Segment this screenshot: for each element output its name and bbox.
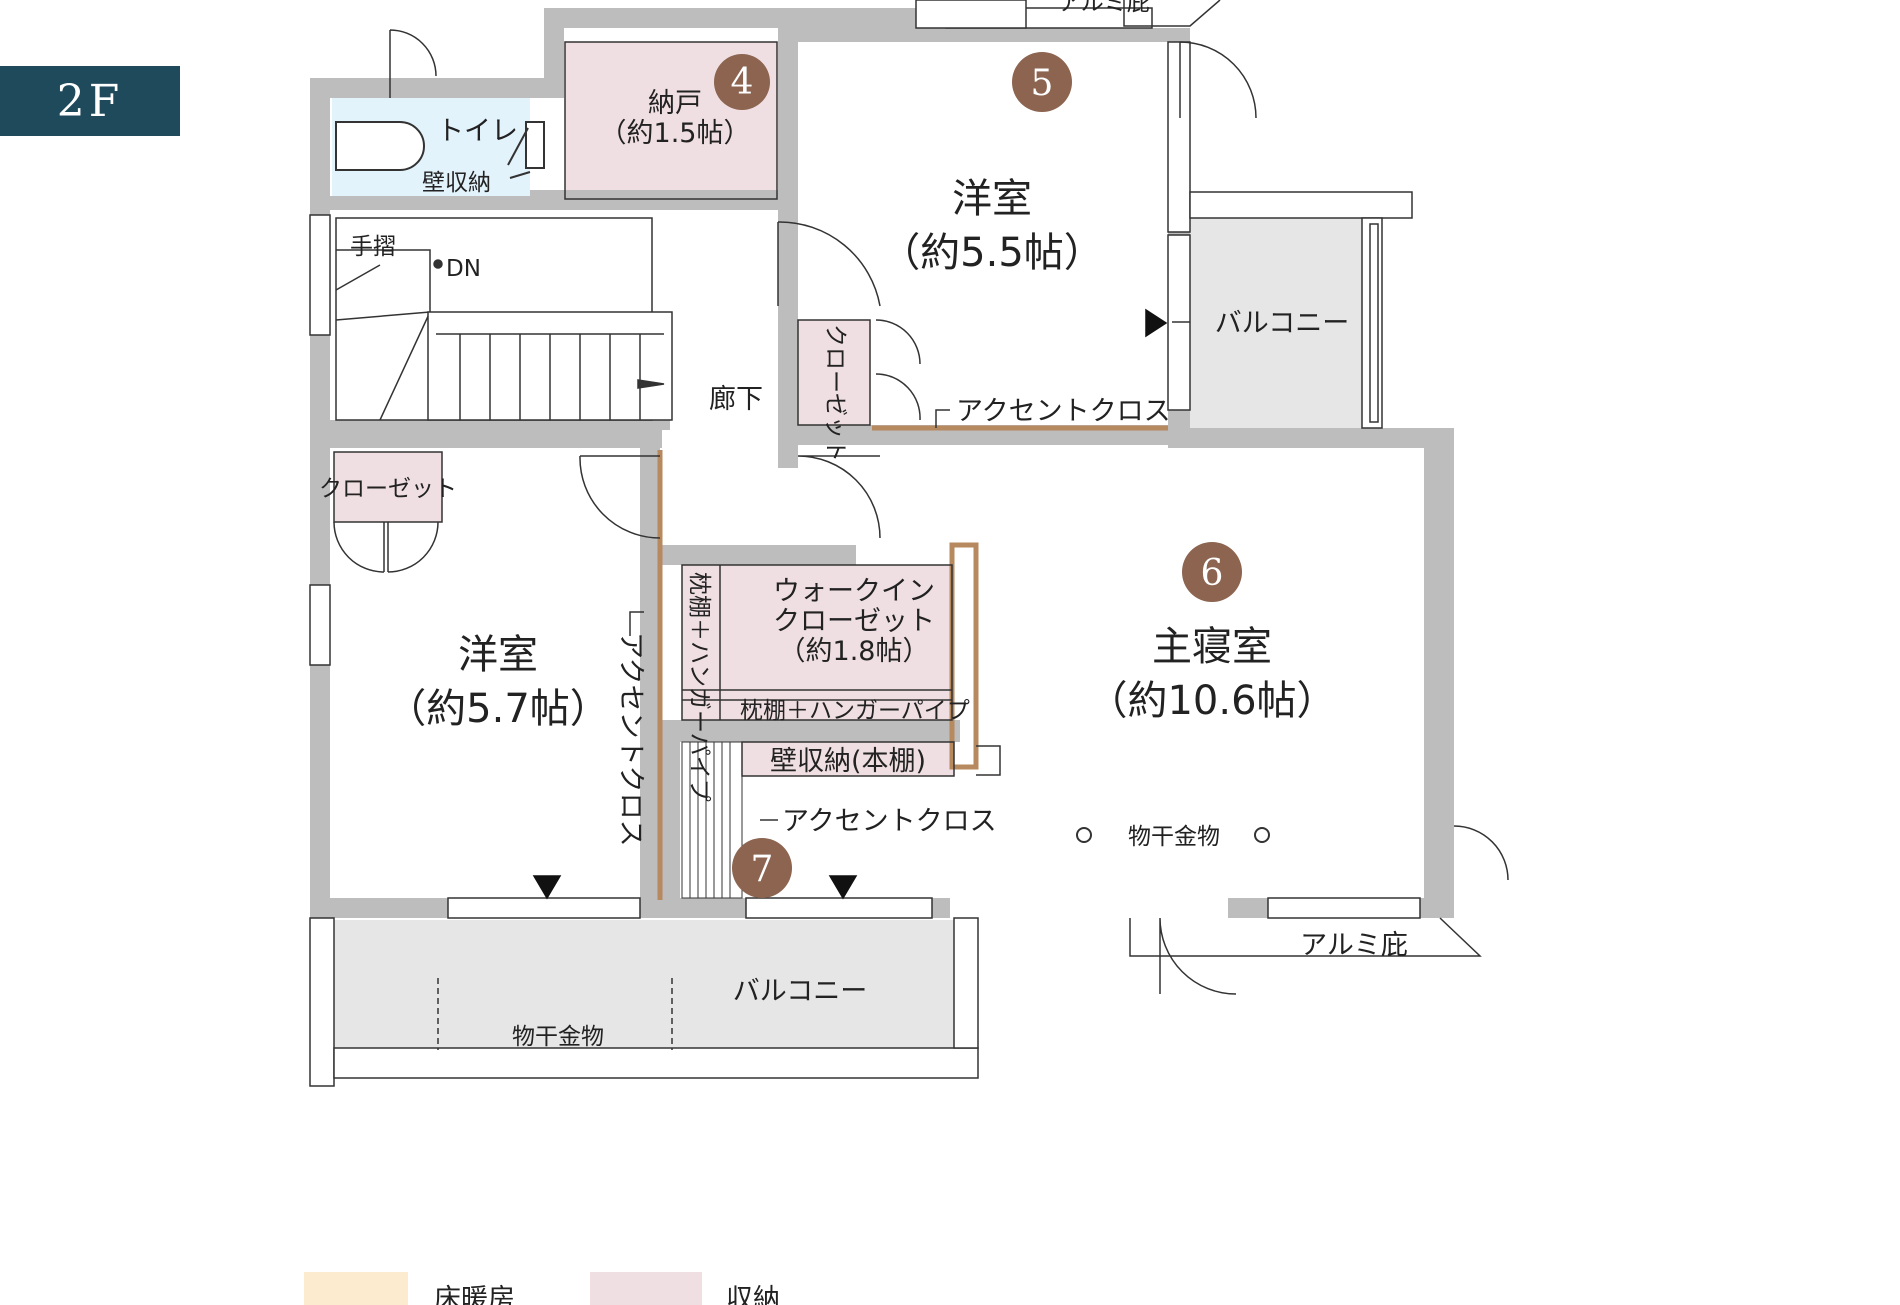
toilet-fixture [335,121,545,179]
legend-swatch-storage [590,1272,702,1305]
balcony-right-label: バルコニー [1215,308,1349,339]
master-bedroom-area: （約10.6帖） [1087,678,1336,724]
toilet-label: トイレ [437,116,518,147]
balcony-bottom-label: バルコニー [733,976,867,1007]
legend-label-floor-heating: 床暖房 [434,1284,515,1305]
staircase [335,217,673,421]
legend: 床暖房 収納 [304,1272,780,1305]
leader-lines [629,409,950,821]
wic-area: （約1.8帖） [779,636,930,667]
closet-left-label: クローゼット [319,476,457,502]
balcony-right-fill [1190,218,1362,428]
room-number-4: 4 [731,62,754,103]
wall-storage-toilet-label: 壁収納 [422,170,491,196]
down-label: DN [446,256,481,282]
wic-line2: クローゼット [773,606,935,637]
hallway-label: 廊下 [709,384,763,415]
legend-swatch-floor-heating [304,1272,408,1305]
shelf-hanger-v-label: 枕棚＋ハンガーパイプ [686,572,712,802]
room-number-marker-5 [1012,52,1072,112]
aluminum-eaves [1123,0,1482,957]
balcony-details [309,191,1413,1087]
legend-label-storage: 収納 [726,1284,780,1305]
drying-hardware-balcony-label: 物干金物 [512,1024,604,1050]
handrail-label: 手摺 [350,234,396,260]
accent-cloth-room5-label: アクセントクロス [956,396,1171,427]
room-number-5: 5 [1031,63,1054,104]
storeroom-area: （約1.5帖） [600,118,751,149]
wic-fill [682,565,952,720]
room-number-marker-4 [714,54,770,110]
room5-name: 洋室 [952,176,1032,222]
closet-left-fill [334,452,442,522]
room-number-7: 7 [751,849,774,890]
room-left-name: 洋室 [458,632,538,678]
room5-area: （約5.5帖） [880,230,1104,276]
drying-hardware-master-label: 物干金物 [1128,824,1220,850]
window-markers [532,308,1168,900]
room-number-6: 6 [1201,553,1224,594]
room-left-area: （約5.7帖） [386,686,610,732]
room-number-marker-6 [1182,542,1242,602]
room-number-marker-7 [732,838,792,898]
closet-room5-fill [798,320,870,425]
accent-cloth-left-label: アクセントクロス [615,632,646,847]
master-bedroom-name: 主寝室 [1152,624,1272,670]
bookshelf-fill [742,742,954,776]
doors [333,29,1509,995]
wall-storage-bookshelf-label: 壁収納(本棚) [770,746,926,777]
aluminum-eave-top-label: アルミ庇 [1058,0,1150,16]
accent-cloth-master-label: アクセントクロス [782,806,997,837]
shelf-hanger-h-label: 枕棚＋ハンガーパイプ [740,698,970,724]
staircase-lower [681,741,743,899]
closet-room5-label: クローゼット [822,324,848,462]
aluminum-eave-bottom-label: アルミ庇 [1300,930,1408,961]
storeroom-name: 納戸 [648,88,702,119]
wic-line1: ウォークイン [773,576,935,607]
drying-hardware-master-marks [1076,827,1270,843]
floor-badge: 2F [0,66,180,136]
room-outlines [333,41,1001,777]
